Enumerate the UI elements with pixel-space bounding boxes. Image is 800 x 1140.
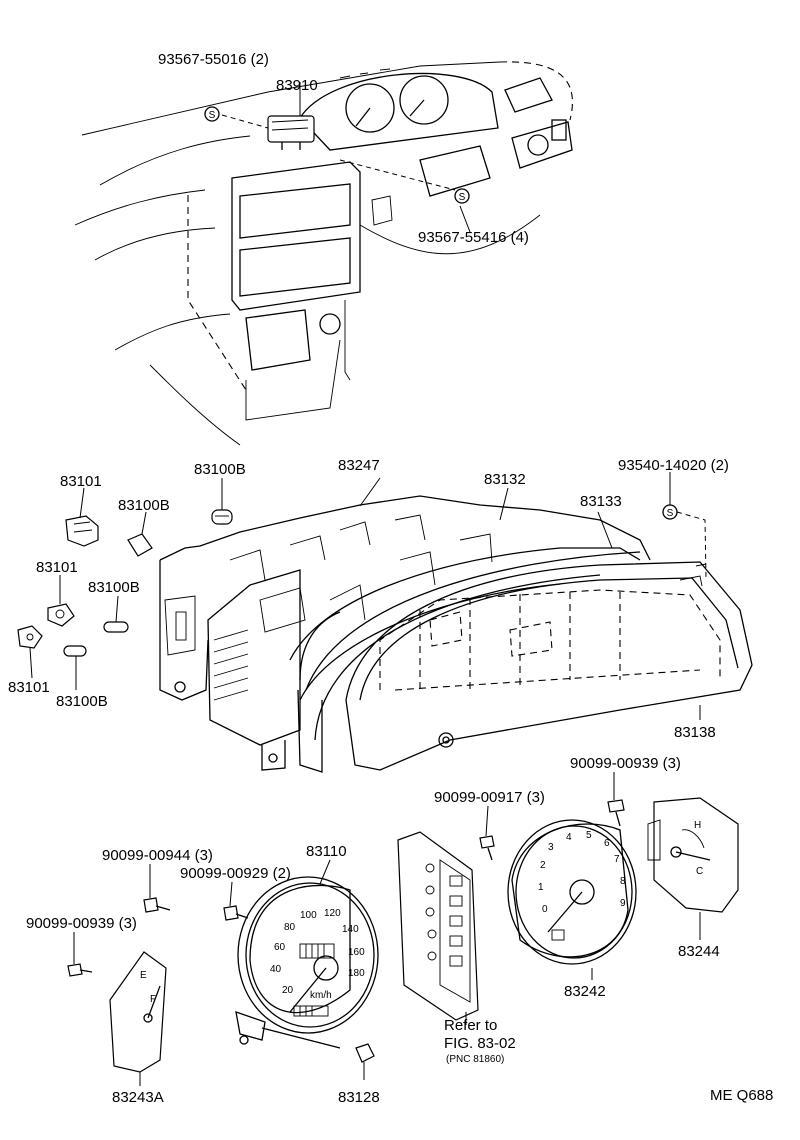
supplied-marker-icon: S: [454, 188, 470, 204]
speedometer-tick-20: 20: [282, 985, 294, 996]
supplied-marker-icon: S: [204, 106, 220, 122]
fuel-mark-f: F: [150, 994, 156, 1005]
tachometer-tick-9: 9: [620, 898, 626, 909]
label-83244: 83244: [678, 943, 720, 960]
label-90099-00917: 90099-00917 (3): [434, 789, 545, 806]
connector-pin: [355, 1043, 375, 1080]
speedometer: 20 40 60 80 100 120 140 160 180 km/h: [235, 859, 379, 1049]
label-83101-mid: 83101: [36, 559, 78, 576]
speedometer-tick-40: 40: [270, 964, 282, 975]
figure-code: ME Q688: [710, 1087, 773, 1104]
tachometer-tick-4: 4: [566, 832, 572, 843]
tachometer-tick-3: 3: [548, 842, 554, 853]
supplied-marker-icon: S: [662, 504, 678, 520]
label-83100b-upper: 83100B: [118, 497, 170, 514]
fuel-gauge: E F: [109, 951, 167, 1086]
tachometer-tick-0: 0: [542, 904, 548, 915]
screw-icon: [607, 772, 625, 827]
tachometer-tick-6: 6: [604, 838, 610, 849]
temp-mark-c: C: [696, 866, 703, 877]
label-83133: 83133: [580, 493, 622, 510]
screw-icon: [479, 805, 495, 861]
label-83132: 83132: [484, 471, 526, 488]
svg-text:S: S: [209, 110, 216, 121]
speedometer-tick-180: 180: [348, 968, 365, 979]
dashboard-overview: [74, 61, 574, 446]
label-83910: 83910: [276, 77, 318, 94]
speedometer-tick-100: 100: [300, 910, 317, 921]
bulb-socket-group: [17, 478, 233, 690]
printed-circuit-plate: [397, 831, 479, 1025]
speedometer-tick-60: 60: [274, 942, 286, 953]
speedometer-tick-140: 140: [342, 924, 359, 935]
speedometer-tick-120: 120: [324, 908, 341, 919]
label-83128: 83128: [338, 1089, 380, 1106]
refer-figure-label: FIG. 83-02: [444, 1035, 516, 1052]
label-83101-low: 83101: [8, 679, 50, 696]
tachometer: 0 1 2 3 4 5 6 7 8 9: [507, 819, 637, 980]
fuel-mark-e: E: [140, 970, 147, 981]
label-83242: 83242: [564, 983, 606, 1000]
label-93567-55416: 93567-55416 (4): [418, 229, 529, 246]
tachometer-tick-1: 1: [538, 882, 544, 893]
temperature-gauge: H C: [647, 797, 739, 940]
temp-mark-h: H: [694, 820, 701, 831]
speedometer-tick-160: 160: [348, 947, 365, 958]
label-93567-55016: 93567-55016 (2): [158, 51, 269, 68]
svg-text:S: S: [459, 192, 466, 203]
label-83110: 83110: [306, 843, 347, 860]
label-90099-00929: 90099-00929 (2): [180, 865, 291, 882]
tachometer-tick-7: 7: [614, 854, 620, 865]
speedometer-unit: km/h: [310, 990, 332, 1001]
tachometer-tick-5: 5: [586, 830, 592, 841]
refer-pnc-label: (PNC 81860): [446, 1054, 504, 1065]
screw-icon: [67, 932, 93, 977]
label-90099-00944: 90099-00944 (3): [102, 847, 213, 864]
tachometer-tick-8: 8: [620, 876, 626, 887]
label-83100b-mid: 83100B: [88, 579, 140, 596]
label-90099-00939-left: 90099-00939 (3): [26, 915, 137, 932]
label-83138: 83138: [674, 724, 716, 741]
label-83100b-top: 83100B: [194, 461, 246, 478]
label-83247: 83247: [338, 457, 380, 474]
screw-icon: [143, 864, 171, 913]
speedometer-tick-80: 80: [284, 922, 296, 933]
svg-text:S: S: [667, 508, 674, 519]
label-83243a: 83243A: [112, 1089, 164, 1106]
cluster-case-assembly: [159, 472, 753, 773]
screw-icon: [223, 881, 249, 921]
label-83101-top: 83101: [60, 473, 102, 490]
tachometer-tick-2: 2: [540, 860, 546, 871]
label-93540-14020: 93540-14020 (2): [618, 457, 729, 474]
refer-to-label: Refer to: [444, 1017, 497, 1034]
label-90099-00939-right: 90099-00939 (3): [570, 755, 681, 772]
label-83100b-low: 83100B: [56, 693, 108, 710]
